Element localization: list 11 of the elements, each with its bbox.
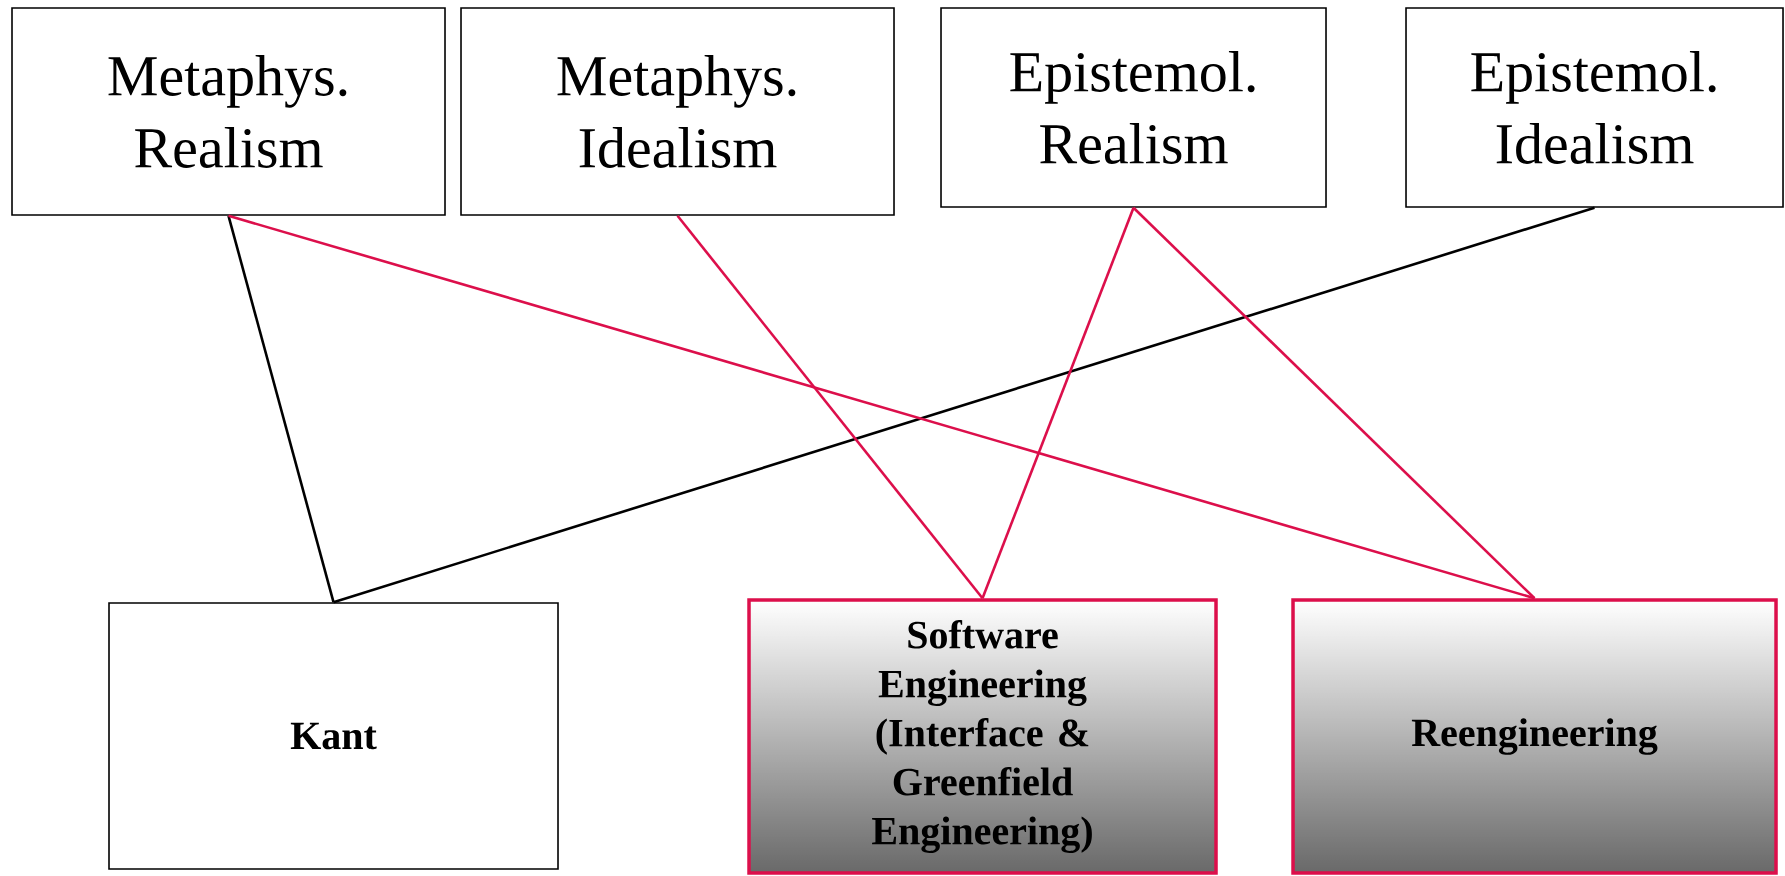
concept-box: Metaphys. Idealism xyxy=(460,7,895,216)
concept-box: Epistemol. Realism xyxy=(940,7,1327,208)
concept-box: Metaphys. Realism xyxy=(11,7,446,216)
connector-line xyxy=(676,215,984,600)
connector-line xyxy=(227,215,335,603)
person-box: Kant xyxy=(108,602,559,870)
approach-box: Reengineering xyxy=(1291,598,1778,875)
connector-line xyxy=(981,207,1135,599)
connector-line xyxy=(1132,206,1536,600)
concept-box: Epistemol. Idealism xyxy=(1405,7,1784,208)
approach-box: Software Engineering (Interface & Greenfield Engineering) xyxy=(747,598,1218,875)
